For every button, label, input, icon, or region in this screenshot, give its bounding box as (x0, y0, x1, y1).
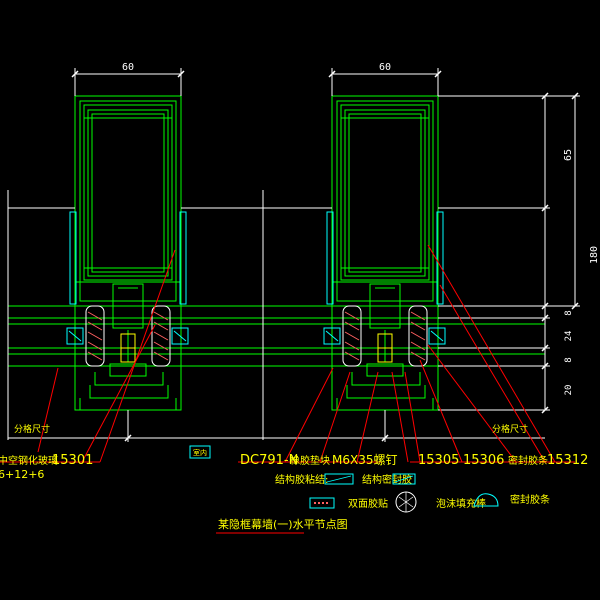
dimension-ticks (71, 70, 579, 442)
dim-65: 65 (563, 149, 574, 161)
legend: 结构胶粘结: 结构密封胶 双面胶贴 泡沫填充棒 密封胶条 (275, 473, 550, 513)
dim-20: 20 (564, 385, 574, 396)
label-15305: 15305 (418, 453, 459, 468)
label-mifeng: 密封胶条 (508, 454, 548, 467)
drawing-title: 某隐框幕墙(一)水平节点图 (218, 517, 348, 531)
inner-tag-box (189, 445, 211, 459)
left-sealant (85, 305, 171, 367)
label-jiaotiao: 橡胶垫块 (290, 454, 330, 467)
glass-panels (8, 305, 545, 367)
label-fenge-left: 分格尺寸 (14, 423, 50, 435)
dim-8b: 8 (564, 357, 574, 362)
legend-swatch-2 (392, 473, 416, 485)
dim-8a: 8 (564, 310, 574, 315)
legend-item1: 结构胶粘结: (275, 473, 328, 486)
legend-item4: 泡沫填充棒 (436, 497, 486, 510)
dim-180: 180 (589, 246, 600, 264)
label-15306: 15306 (463, 453, 504, 468)
legend-item5: 密封胶条 (510, 493, 550, 506)
right-sealant (342, 305, 428, 367)
dim-width-right: 60 (379, 62, 391, 73)
label-15301: 15301 (52, 453, 93, 468)
legend-swatch-5 (473, 493, 499, 507)
legend-swatch-3 (309, 497, 335, 509)
right-mullion (331, 95, 439, 411)
inner-tag: 室内 (193, 448, 207, 457)
dimension-lines (7, 68, 580, 442)
legend-item2: 结构密封胶 (362, 473, 412, 486)
left-gaskets (66, 211, 189, 345)
right-gaskets (323, 211, 446, 345)
left-mullion (74, 95, 182, 411)
left-screw (120, 333, 136, 363)
label-fenge-right: 分格尺寸 (492, 423, 528, 435)
label-dc791: DC791-N (240, 453, 298, 468)
legend-item3: 双面胶贴 (348, 497, 388, 510)
dim-width-left: 60 (122, 62, 134, 73)
label-glass-spec: 6+12+6 (0, 468, 44, 481)
label-screw: M6X35螺钉 (332, 453, 397, 467)
legend-swatch-1 (324, 473, 354, 485)
leader-lines (0, 244, 575, 463)
label-15312: 15312 (547, 453, 588, 468)
label-glass: 中空钢化玻璃 (0, 454, 58, 467)
right-screw (377, 333, 393, 363)
dim-24: 24 (564, 331, 574, 342)
